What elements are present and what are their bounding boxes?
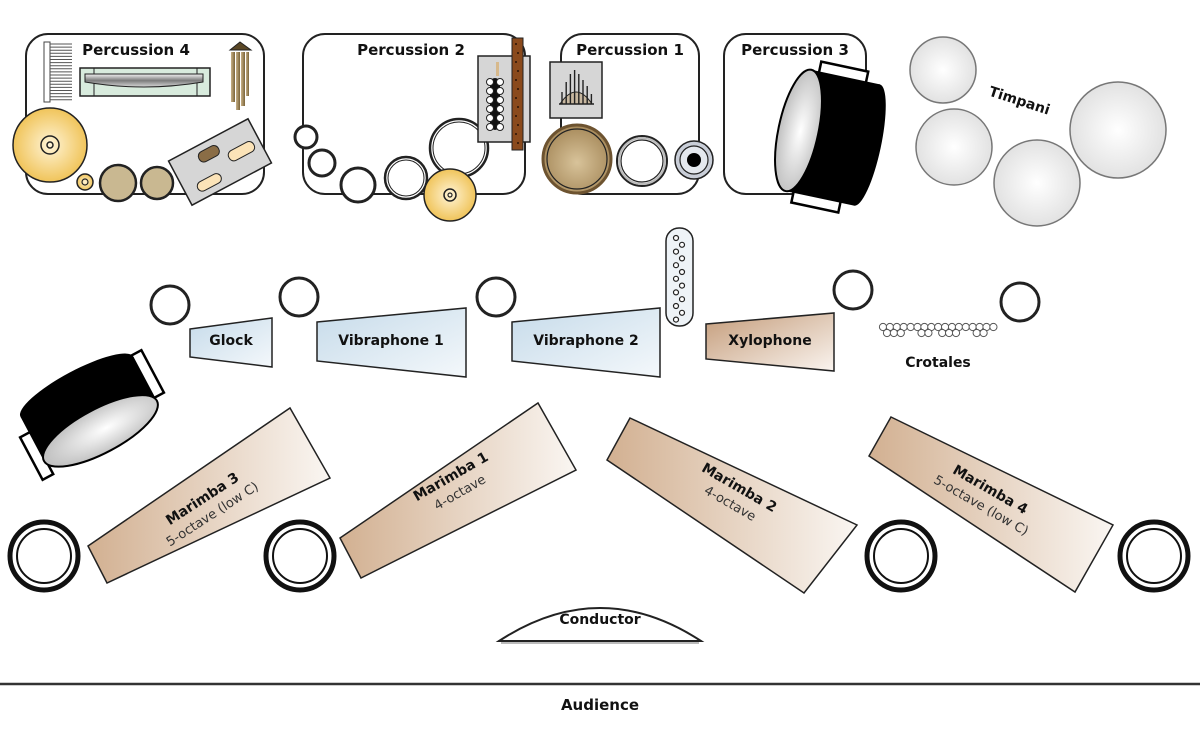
- timpani-group: Timpani: [909, 36, 1167, 227]
- audience-label: Audience: [561, 696, 639, 714]
- xylophone-shape: [705, 312, 835, 372]
- percussion-3-label: Percussion 3: [741, 41, 849, 59]
- suspended-cymbal-icon: [12, 107, 88, 183]
- drum-ring: [149, 284, 191, 326]
- crotales: Crotales: [878, 322, 998, 371]
- xylophone: Xylophone: [705, 312, 835, 372]
- chimes-tray-icon: [549, 61, 603, 119]
- trap-table-icon: [167, 117, 273, 207]
- small-cymbal-icon: [76, 173, 94, 191]
- vibraphone-1: Vibraphone 1: [316, 307, 467, 378]
- vibraphone-2-label: Vibraphone 2: [533, 333, 638, 349]
- marimba-2: Marimba 2 4-octave: [606, 417, 859, 595]
- front-row-drums: [7, 519, 1191, 593]
- percussion-1-station: Percussion 1: [541, 33, 714, 195]
- drum-ring: [999, 281, 1041, 323]
- timpani-label: Timpani: [987, 84, 1052, 119]
- percussion-3-station: Percussion 3: [723, 33, 886, 214]
- drum-ring: [475, 276, 517, 318]
- marimba-3-shape: [87, 406, 332, 584]
- mid-row-drums: [149, 269, 1041, 326]
- timpani-drum: [915, 108, 993, 186]
- crotales-icon: [878, 322, 998, 338]
- mark-tree-icon: [43, 41, 72, 103]
- percussion-2-label: Percussion 2: [357, 41, 465, 59]
- vibraphone-1-shape: [316, 307, 467, 378]
- bell-tree-icon: [665, 227, 694, 327]
- conductor-label: Conductor: [559, 612, 640, 628]
- marimba-4-shape: [868, 416, 1115, 594]
- bass-drum-icon: [541, 123, 613, 195]
- vibraphone-1-label: Vibraphone 1: [338, 333, 443, 349]
- percussion-4-label: Percussion 4: [82, 41, 190, 59]
- drum-ring-double: [1117, 519, 1191, 593]
- tambourine-icon: [674, 140, 714, 180]
- xylophone-label: Xylophone: [728, 333, 811, 349]
- conductor-podium: Conductor: [495, 607, 705, 644]
- percussion-4-station: Percussion 4: [12, 33, 273, 207]
- conductor-shape: [495, 607, 705, 642]
- marimba-1: Marimba 1 4-octave: [339, 401, 578, 580]
- glock: Glock: [189, 317, 273, 368]
- bass-drum-side-icon: [774, 60, 886, 214]
- vibraphone-2: Vibraphone 2: [511, 307, 661, 378]
- tom-drum-icon: [98, 163, 175, 203]
- suspended-cymbal-icon: [423, 168, 477, 222]
- drum-ring: [832, 269, 874, 311]
- bass-drum-left-icon: [18, 348, 166, 482]
- glock-label: Glock: [209, 333, 253, 349]
- vibraphone-2-shape: [511, 307, 661, 378]
- drum-ring-double: [864, 519, 938, 593]
- bell-tree: [665, 227, 694, 327]
- snare-drum-icon: [616, 135, 668, 187]
- wind-chimes-icon: [228, 41, 253, 110]
- timpani-drum: [909, 36, 977, 104]
- tom-ring-icon: [293, 124, 377, 204]
- timpani-drum: [1069, 81, 1167, 179]
- percussion-1-label: Percussion 1: [576, 41, 684, 59]
- marimba-4: Marimba 4 5-octave (low C): [868, 416, 1115, 594]
- glock-shape: [189, 317, 273, 368]
- marimba-2-shape: [606, 417, 859, 595]
- timpani-drum: [993, 139, 1081, 227]
- tam-tam-stand-icon: [79, 67, 211, 97]
- drum-ring-double: [263, 519, 337, 593]
- percussion-2-station: Percussion 2: [293, 33, 531, 222]
- concert-tom-icon: [383, 117, 490, 201]
- marimba-1-shape: [339, 401, 578, 580]
- drum-ring-double: [7, 519, 81, 593]
- drum-ring: [278, 276, 320, 318]
- guiro-icon: [511, 37, 524, 151]
- crotales-label: Crotales: [905, 355, 971, 371]
